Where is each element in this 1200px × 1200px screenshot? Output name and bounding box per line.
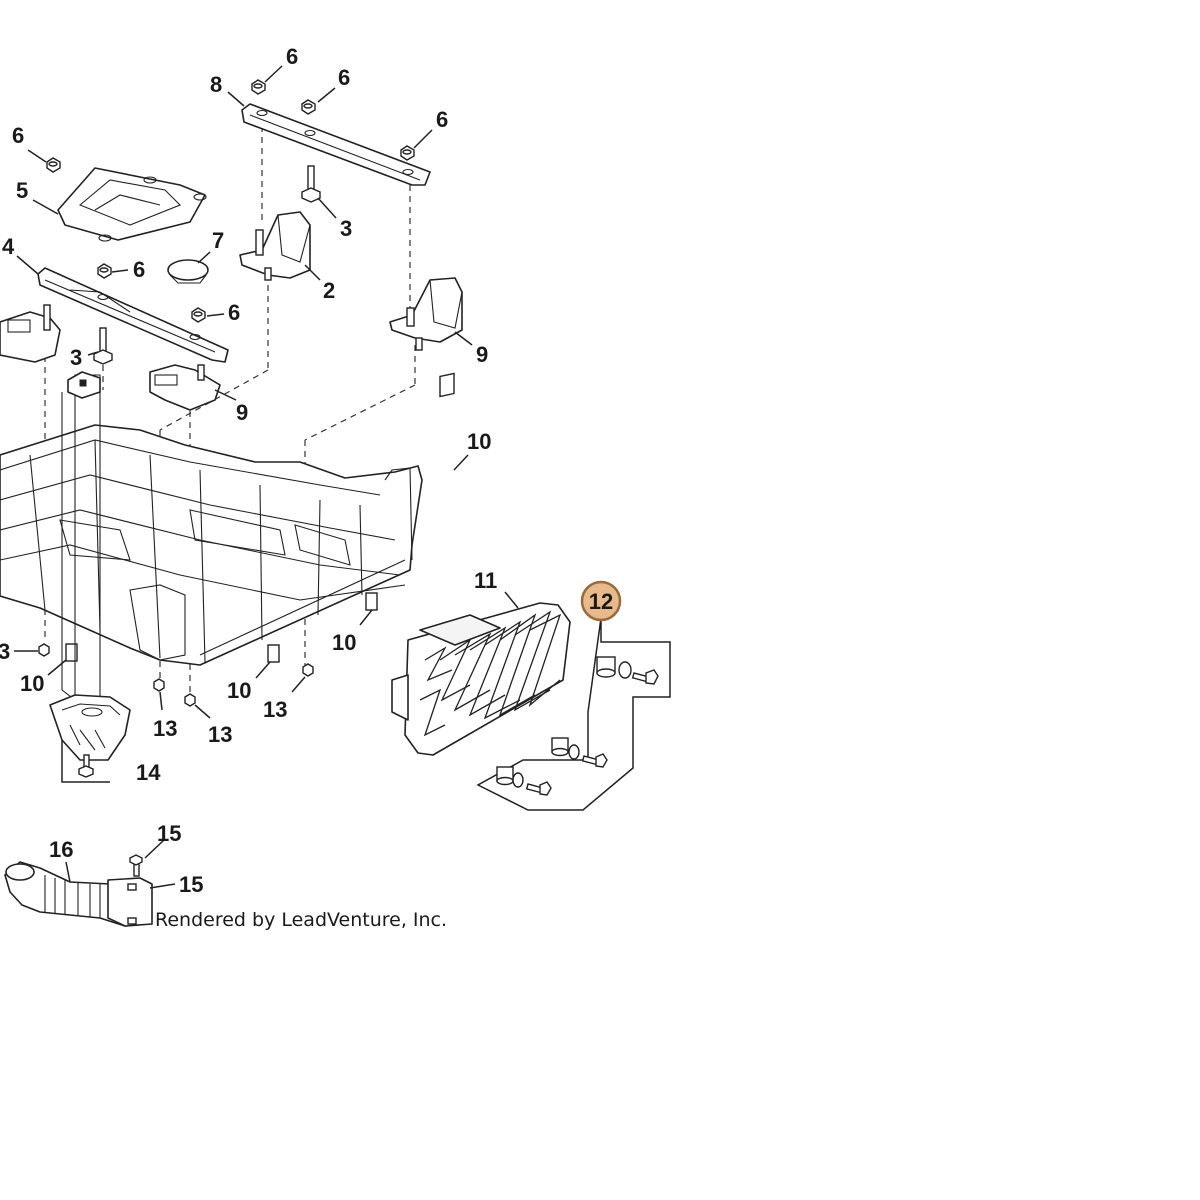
hardware-kit-part-12 [476, 617, 671, 811]
heat-sink-fins [419, 610, 562, 737]
callout-leaders [14, 65, 473, 889]
callout-6[interactable]: 6 [286, 44, 298, 69]
mount-bracket-part-9-left [0, 304, 61, 363]
grommet-part-7 [167, 259, 209, 284]
callout-5[interactable]: 5 [16, 178, 28, 203]
clip-nut-icon [365, 592, 378, 611]
nut-icon [251, 79, 266, 95]
callout-16[interactable]: 16 [49, 837, 73, 862]
bolt-icon [301, 165, 321, 203]
spacer-icon [551, 737, 569, 757]
bolt-icon [631, 669, 659, 685]
callout-13[interactable]: 13 [263, 697, 287, 722]
nut-icon [191, 307, 206, 323]
washer-icon [568, 744, 580, 760]
callout-4[interactable]: 4 [2, 234, 15, 259]
spacer-icon [596, 656, 616, 678]
clip-nut-icon [439, 372, 455, 398]
intake-duct-part-16 [4, 854, 153, 927]
crossmember-part-8 [241, 103, 431, 186]
clip-nut-icon [267, 644, 280, 663]
clip-nut-icon [65, 643, 78, 662]
flange-nuts-part-6 [46, 79, 415, 323]
nut-icon [400, 145, 415, 161]
callout-8[interactable]: 8 [210, 72, 222, 97]
callout-15[interactable]: 15 [179, 872, 203, 897]
callout-3[interactable]: 3 [340, 216, 352, 241]
callout-12-highlighted[interactable]: 12 [580, 580, 622, 622]
spacer-icon [496, 766, 514, 786]
tow-bracket-part-14 [49, 371, 131, 783]
callout-6[interactable]: 6 [228, 300, 240, 325]
washer-icon [512, 772, 524, 788]
nut-icon [153, 678, 165, 692]
render-credit: Rendered by LeadVenture, Inc. [155, 909, 447, 931]
callout-3[interactable]: 3 [0, 639, 10, 664]
callout-10[interactable]: 10 [20, 671, 44, 696]
nut-icon [46, 157, 61, 173]
callout-12[interactable]: 12 [589, 589, 613, 614]
crossmember-part-4 [37, 267, 229, 363]
mount-bracket-part-2 [239, 211, 311, 281]
nut-icon [38, 643, 50, 657]
mount-bracket-part-9-center [149, 364, 221, 411]
nut-icon [184, 693, 196, 707]
highlight-circle [580, 580, 622, 622]
callout-6[interactable]: 6 [338, 65, 350, 90]
bolt-icon [93, 327, 113, 365]
callout-6[interactable]: 6 [133, 257, 145, 282]
control-module-part-11 [391, 591, 571, 756]
callout-6[interactable]: 6 [436, 107, 448, 132]
nut-icon [301, 99, 316, 115]
skid-plate-part-5 [57, 167, 207, 242]
bolt-icon [525, 781, 552, 796]
callout-10[interactable]: 10 [332, 630, 356, 655]
callout-9[interactable]: 9 [476, 342, 488, 367]
floor-pan-frame [0, 424, 423, 666]
bolts-part-3 [93, 165, 321, 365]
callout-10[interactable]: 10 [467, 429, 491, 454]
nut-icon [97, 263, 112, 279]
callout-labels: 6 6 6 8 6 5 4 7 6 6 3 3 2 9 9 10 10 10 1… [0, 44, 497, 897]
callout-10[interactable]: 10 [227, 678, 251, 703]
small-nuts-part-13 [38, 643, 314, 707]
callout-14[interactable]: 14 [136, 760, 161, 785]
clip-nuts-part-10 [65, 372, 455, 663]
callout-6[interactable]: 6 [12, 123, 24, 148]
callout-11[interactable]: 11 [474, 568, 497, 593]
callout-3[interactable]: 3 [70, 345, 82, 370]
callout-9[interactable]: 9 [236, 400, 248, 425]
callout-7[interactable]: 7 [212, 228, 224, 253]
nut-icon [302, 663, 314, 677]
callout-2[interactable]: 2 [323, 278, 335, 303]
bolt-icon [581, 753, 608, 768]
callout-15[interactable]: 15 [157, 821, 181, 846]
washer-icon [618, 661, 632, 679]
mount-bracket-part-9-right [389, 277, 463, 351]
callout-13[interactable]: 13 [153, 716, 177, 741]
callout-13[interactable]: 13 [208, 722, 232, 747]
